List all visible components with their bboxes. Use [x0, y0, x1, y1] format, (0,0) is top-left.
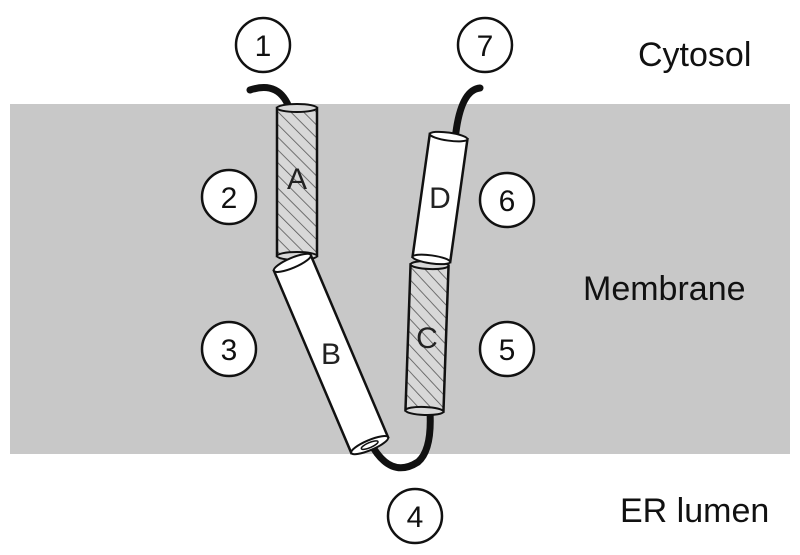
helix-d-label: D [429, 182, 451, 215]
helix-c-label: C [416, 322, 438, 355]
marker-2: 2 [200, 168, 258, 226]
helix-b: B [272, 252, 390, 456]
helix-b-label: B [321, 338, 341, 371]
helix-c: C [404, 259, 450, 417]
membrane-label: Membrane [583, 270, 746, 308]
marker-3: 3 [200, 320, 258, 378]
marker-1-text: 1 [255, 30, 272, 63]
helix-d: D [411, 130, 469, 266]
c-terminal-tail [451, 84, 484, 144]
cytosol-label: Cytosol [638, 36, 751, 74]
membrane-band [10, 104, 790, 454]
marker-7: 7 [456, 16, 514, 74]
marker-6-text: 6 [499, 185, 516, 218]
helix-a: A [275, 103, 319, 261]
marker-6: 6 [478, 171, 536, 229]
marker-1: 1 [234, 16, 292, 74]
marker-7-text: 7 [477, 30, 494, 63]
marker-4-text: 4 [407, 501, 424, 534]
marker-5-text: 5 [499, 334, 516, 367]
lumen-loop [366, 408, 434, 472]
er-lumen-label: ER lumen [620, 492, 769, 530]
marker-4: 4 [386, 487, 444, 545]
marker-3-text: 3 [221, 334, 238, 367]
helix-a-label: A [287, 163, 307, 196]
marker-5: 5 [478, 320, 536, 378]
marker-2-text: 2 [221, 182, 238, 215]
